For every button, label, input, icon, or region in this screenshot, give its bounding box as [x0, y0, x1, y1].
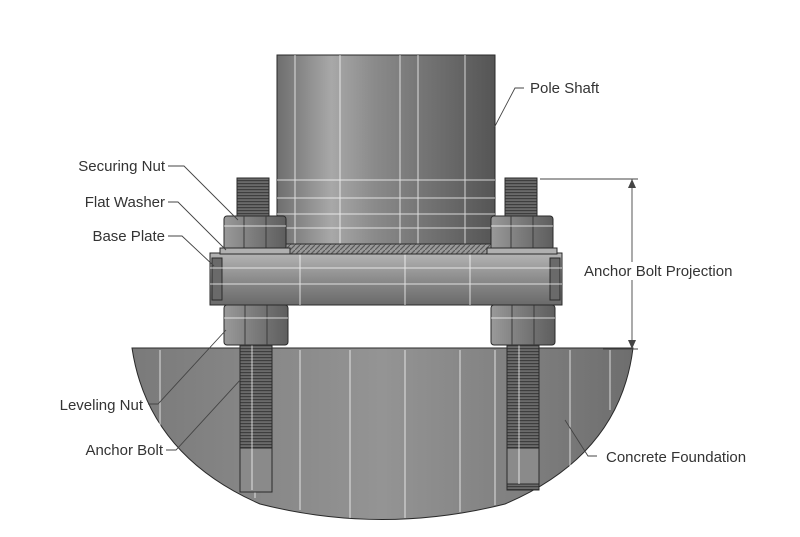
anchor-bolt-projection-label: Anchor Bolt Projection — [584, 263, 732, 280]
securing-nut-label: Securing Nut — [78, 158, 166, 175]
securing-nut-right — [490, 215, 554, 251]
concrete-foundation — [131, 347, 634, 520]
leader-lines — [148, 87, 597, 457]
anchor-bolt-label: Anchor Bolt — [85, 442, 163, 459]
securing-nut-left — [223, 215, 287, 251]
weld-bead — [276, 243, 496, 255]
concrete-foundation-label: Concrete Foundation — [606, 449, 746, 466]
base-plate-label: Base Plate — [92, 228, 165, 245]
leveling-nut-right — [490, 304, 556, 346]
base-plate — [209, 252, 563, 306]
projection-dimension — [540, 178, 638, 350]
pole-shaft — [276, 54, 496, 255]
leveling-nut-label: Leveling Nut — [60, 397, 144, 414]
flat-washer-right — [486, 247, 558, 255]
anchor-bolt-projection-right — [504, 177, 538, 221]
leveling-nut-left — [223, 304, 289, 346]
flat-washer-label: Flat Washer — [85, 194, 165, 211]
pole-shaft-label: Pole Shaft — [530, 80, 600, 97]
anchor-bolt-projection-left — [236, 177, 270, 221]
flat-washer-left — [219, 247, 291, 255]
